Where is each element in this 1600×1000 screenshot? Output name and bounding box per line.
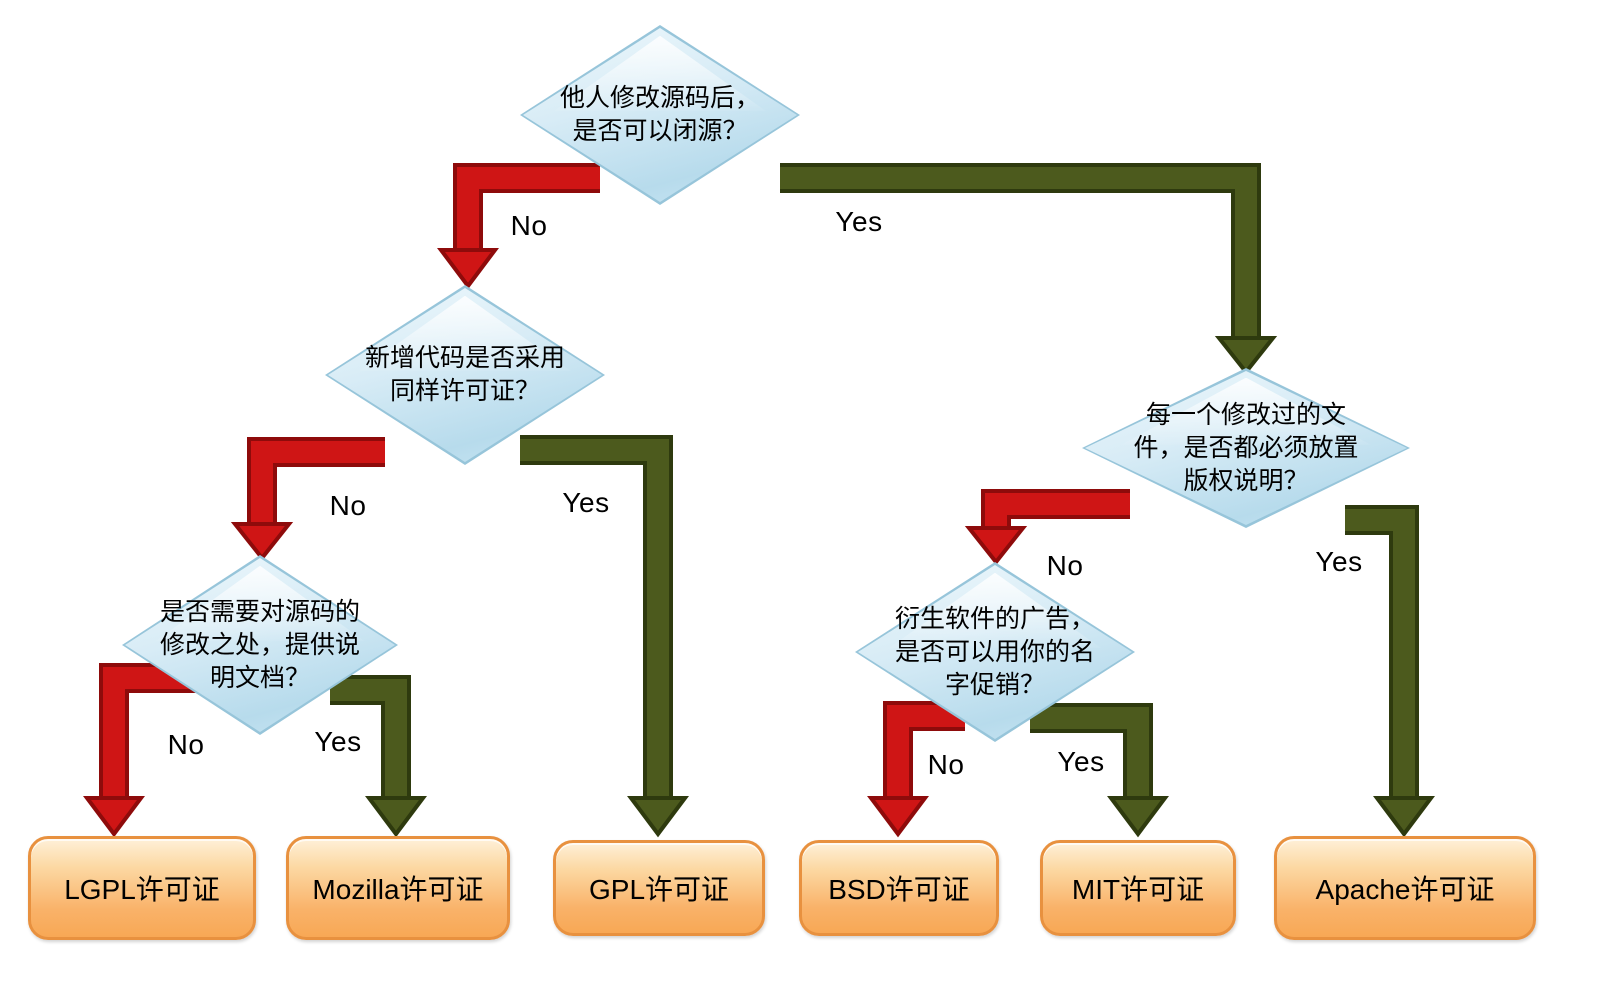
arrow-q4-no-lgpl — [83, 663, 200, 838]
decision-node-copyright-notice: 每一个修改过的文 件，是否都必须放置 版权说明？ — [1082, 368, 1410, 528]
edge-label-no: No — [167, 729, 205, 760]
decision-text: 每一个修改过的文 件，是否都必须放置 版权说明？ — [1133, 400, 1359, 495]
edge-label-yes: Yes — [562, 487, 610, 518]
arrow-q5-no-bsd — [867, 701, 965, 838]
edge-label-yes: Yes — [1315, 546, 1363, 577]
result-box-mozilla: Mozilla许可证 — [286, 836, 510, 940]
edge-label-no: No — [510, 210, 548, 241]
decision-node-closed-source: 他人修改源码后， 是否可以闭源？ — [520, 25, 800, 205]
arrow-q5-yes-mit — [1030, 703, 1169, 838]
result-box-apache: Apache许可证 — [1274, 836, 1536, 940]
decision-text: 他人修改源码后， 是否可以闭源？ — [559, 84, 760, 145]
result-label: MIT许可证 — [1071, 874, 1205, 905]
arrow-q2-no-q4 — [230, 437, 385, 562]
decision-text: 是否需要对源码的 修改之处，提供说 明文档？ — [159, 597, 360, 692]
edge-label-yes: Yes — [1057, 746, 1105, 777]
result-label: GPL许可证 — [588, 874, 730, 905]
decision-text: 新增代码是否采用 同样许可证？ — [364, 344, 565, 405]
result-label: LGPL许可证 — [64, 874, 220, 905]
result-label: BSD许可证 — [828, 874, 970, 905]
arrow-q4-yes-mozilla — [330, 675, 427, 838]
result-box-mit: MIT许可证 — [1040, 840, 1236, 936]
decision-node-document-changes: 是否需要对源码的 修改之处，提供说 明文档？ — [122, 555, 398, 735]
decision-text: 衍生软件的广告， 是否可以用你的名 字促销？ — [894, 604, 1095, 699]
result-box-bsd: BSD许可证 — [799, 840, 999, 936]
edge-label-no: No — [329, 490, 367, 521]
edge-label-no: No — [1046, 550, 1084, 581]
result-box-lgpl: LGPL许可证 — [28, 836, 256, 940]
edge-label-yes: Yes — [835, 206, 883, 237]
arrow-q3-yes-apache — [1345, 505, 1435, 838]
edge-label-no: No — [927, 749, 965, 780]
decision-node-same-license: 新增代码是否采用 同样许可证？ — [325, 285, 605, 465]
arrow-q2-yes-gpl — [520, 435, 689, 838]
arrow-q1-yes-q3 — [780, 163, 1278, 376]
result-label: Apache许可证 — [1315, 874, 1495, 905]
result-box-gpl: GPL许可证 — [553, 840, 765, 936]
arrow-q1-no-q2 — [437, 163, 600, 290]
arrow-q3-no-q5 — [964, 489, 1130, 566]
edge-label-yes: Yes — [314, 726, 362, 757]
result-label: Mozilla许可证 — [312, 874, 484, 905]
decision-node-name-promotion: 衍生软件的广告， 是否可以用你的名 字促销？ — [855, 562, 1135, 742]
